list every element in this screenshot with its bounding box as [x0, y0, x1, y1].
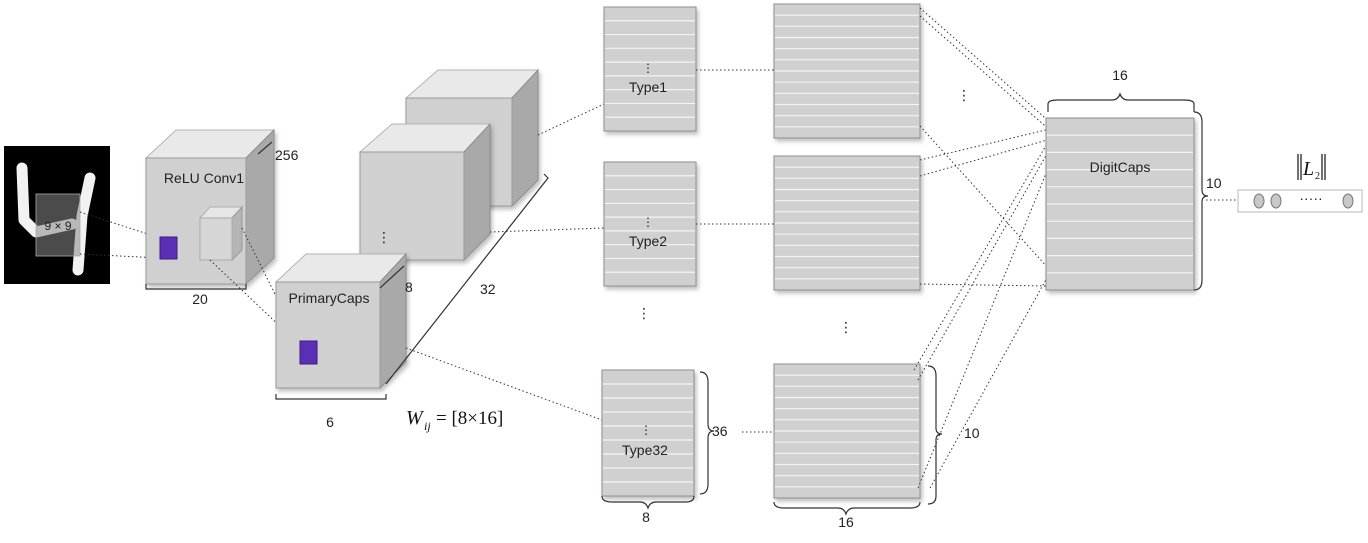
type-cols-label: 8 [642, 509, 650, 525]
conv1-label: ReLU Conv1 [164, 170, 244, 186]
type1-stack [603, 6, 697, 132]
pred-cols-brace [773, 501, 921, 516]
weight-matrix-label: W ij = [8×16] [406, 407, 503, 433]
digitcaps-stack [1045, 117, 1195, 291]
kernel-window [35, 193, 81, 257]
type1-ellipsis: ⋮ [642, 61, 654, 75]
pred-count-label: 10 [964, 425, 980, 441]
connector [919, 127, 1055, 161]
type-stacks [601, 6, 697, 497]
prediction-stack-1 [773, 3, 921, 139]
connector [489, 227, 605, 233]
pred-count-brace [927, 365, 943, 505]
connector [917, 143, 1059, 489]
primarycaps-depth-tick [379, 265, 405, 289]
type-cols-brace [601, 495, 695, 510]
connector [919, 125, 1049, 269]
svg-text:W: W [406, 407, 425, 429]
digitcaps-label: DigitCaps [1090, 159, 1151, 175]
connector [929, 275, 1049, 489]
type1-label: Type1 [629, 79, 667, 95]
input-image: 9 × 9 [4, 146, 110, 284]
connector [917, 137, 1057, 381]
pred-cols-label: 16 [838, 514, 854, 530]
type-rows-brace [699, 371, 715, 495]
primary-count-label: 32 [480, 281, 496, 297]
connector [405, 347, 603, 421]
digitcaps-cols-label: 16 [1112, 67, 1128, 83]
digitcaps-rows-label: 10 [1206, 175, 1222, 191]
types-ellipsis: ⋮ [637, 305, 651, 321]
pred-ellipsis: ⋮ [839, 319, 853, 335]
conv1-width-label: 20 [192, 291, 208, 307]
pred-top-ellipsis: ⋮ [957, 87, 971, 103]
kernel-label: 9 × 9 [44, 219, 71, 233]
connector [919, 283, 1047, 287]
output-dots: ····· [1299, 190, 1322, 206]
output-vector: ····· [1237, 189, 1363, 213]
primarycaps-label: PrimaryCaps [289, 290, 370, 306]
primarycaps-box [274, 252, 408, 390]
prediction-stack-10 [773, 363, 921, 499]
conv1-depth-tick [257, 141, 273, 155]
svg-text:ij: ij [424, 419, 431, 433]
svg-text:L: L [1302, 158, 1314, 180]
primary-count-brace [385, 173, 549, 385]
conv1-depth-label: 256 [275, 147, 299, 163]
l2-norm-label: L 2 [1297, 154, 1326, 182]
connector [919, 137, 1055, 177]
conv1-highlight [159, 236, 178, 260]
primarycaps-width-brace [275, 394, 387, 400]
primary-cube-mid [358, 122, 492, 262]
digitcaps-box [1045, 117, 1195, 291]
connector [79, 253, 161, 259]
svg-text:= [8×16]: = [8×16] [436, 408, 503, 429]
svg-text:2: 2 [1315, 171, 1320, 182]
type2-ellipsis: ⋮ [642, 215, 654, 229]
connector [919, 15, 1053, 133]
type-rows-label: 36 [712, 423, 728, 439]
primarycaps-depth-label: 8 [405, 279, 413, 295]
type2-stack [603, 161, 697, 287]
digitcaps-rows-brace [1193, 111, 1209, 291]
type32-stack [601, 369, 695, 497]
type2-label: Type2 [629, 233, 667, 249]
connector [537, 103, 605, 136]
conv1-box [144, 128, 276, 286]
conv1-small-cube [198, 205, 244, 262]
primarycaps-width-label: 6 [326, 414, 334, 430]
primarycaps-highlight [299, 340, 318, 365]
cube-ellipsis: ⋮ [377, 229, 391, 245]
connector [919, 7, 1053, 125]
prediction-stacks [773, 3, 921, 499]
type32-ellipsis: ⋮ [640, 423, 652, 437]
type32-label: Type32 [622, 442, 668, 458]
prediction-stack-2 [773, 155, 921, 291]
conv1-width-brace [145, 284, 247, 290]
digitcaps-cols-brace [1047, 92, 1195, 112]
